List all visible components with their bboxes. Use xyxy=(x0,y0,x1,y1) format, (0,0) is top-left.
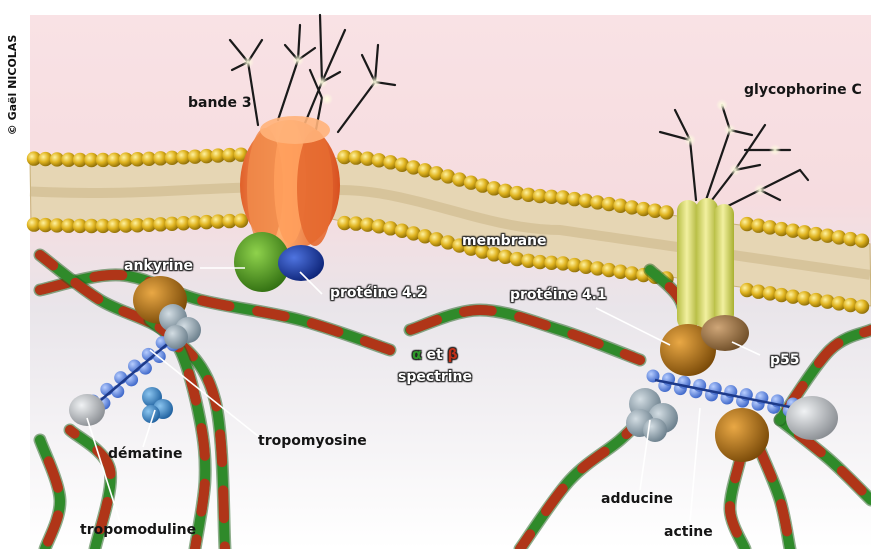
label-proteine42: protéine 4.2 xyxy=(330,285,427,301)
glycophorin-protein xyxy=(677,198,734,330)
credit-text: © Gaël NICOLAS xyxy=(6,20,22,150)
right-tropomodulin-shape xyxy=(786,396,838,440)
label-tropomyosine: tropomyosine xyxy=(258,433,367,449)
label-bande3: bande 3 xyxy=(188,95,252,111)
label-actine: actine xyxy=(664,524,713,540)
glycan-sugar-glow xyxy=(729,164,741,176)
lower-protein41-shape xyxy=(715,408,769,462)
label-glycophorine: glycophorine C xyxy=(744,82,862,98)
glycan-sugar-glow xyxy=(292,54,304,66)
left-tropomodulin-shape xyxy=(69,394,105,426)
lipid-head xyxy=(855,233,869,247)
glycan-sugar-glow xyxy=(724,124,736,136)
label-beta: β xyxy=(448,347,458,363)
protein42-shape xyxy=(278,245,324,281)
label-membrane: membrane xyxy=(462,233,547,249)
label-spectrine: spectrine xyxy=(398,369,472,385)
label-adducine: adducine xyxy=(601,491,673,507)
label-alpha-beta: α et β xyxy=(412,347,458,363)
glycan-sugar-glow xyxy=(369,76,381,88)
label-et: et xyxy=(427,347,443,363)
label-ankyrine: ankyrine xyxy=(124,258,193,274)
glycan-sugar-glow xyxy=(242,56,254,68)
glycan-sugar-glow xyxy=(321,93,333,105)
label-tropomoduline: tropomoduline xyxy=(80,522,196,538)
lipid-head xyxy=(659,205,673,219)
label-alpha: α xyxy=(412,347,422,363)
label-dematine: dématine xyxy=(108,446,183,462)
p55-shape xyxy=(701,315,749,351)
glycan-sugar-glow xyxy=(316,76,328,88)
glycan-sugar-glow xyxy=(716,99,728,111)
label-p55: p55 xyxy=(770,352,800,368)
credit-label: © Gaël NICOLAS xyxy=(6,20,22,150)
glycan-sugar-glow xyxy=(754,184,766,196)
glycan-sugar-glow xyxy=(769,144,781,156)
label-proteine41: protéine 4.1 xyxy=(510,287,607,303)
glycan-sugar-glow xyxy=(684,134,696,146)
lipid-head xyxy=(855,299,869,313)
